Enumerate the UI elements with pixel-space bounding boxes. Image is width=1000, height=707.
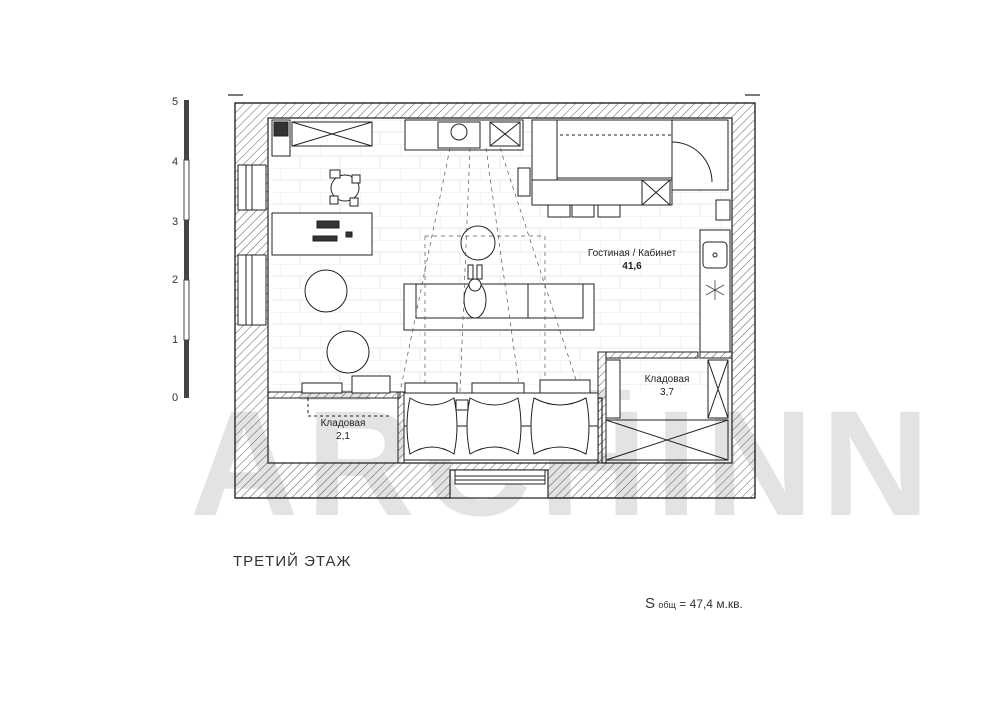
right-units: [699, 199, 731, 353]
scale-mark: 1: [172, 334, 179, 346]
desk: [271, 169, 373, 256]
scale-mark: 4: [172, 156, 179, 168]
room-area: 3,7: [660, 386, 674, 398]
scale-mark: 0: [172, 392, 179, 404]
walls: [228, 94, 760, 499]
room-area: 2,1: [336, 430, 350, 442]
room-label-storage-left: Кладовая 2,1: [308, 418, 378, 443]
area-symbol: S: [645, 595, 656, 612]
floor-title: ТРЕТИЙ ЭТАЖ: [233, 553, 352, 570]
bottom-tables: [301, 375, 591, 394]
scale-bar: [183, 100, 190, 398]
room-name: Кладовая: [320, 418, 366, 429]
top-cabinets: [271, 119, 524, 157]
area-subscript: общ: [658, 600, 676, 610]
room-name: Гостиная / Кабинет: [587, 248, 677, 259]
bed: [403, 392, 599, 461]
stair: [555, 119, 729, 191]
room-label-living: Гостиная / Кабинет 41,6: [572, 248, 692, 273]
room-area: 41,6: [622, 260, 642, 272]
storage-room-right: [605, 359, 729, 461]
scale-mark: 2: [172, 274, 179, 286]
room-name: Кладовая: [644, 374, 690, 385]
light-cone: [399, 147, 581, 393]
scale-mark: 3: [172, 216, 179, 228]
windows: [237, 164, 546, 485]
round-poufs: [304, 225, 496, 374]
storage-room-left: [307, 398, 390, 417]
room-label-storage-right: Кладовая 3,7: [632, 374, 702, 399]
total-area: S общ = 47,4 м.кв.: [645, 595, 743, 612]
scale-mark: 5: [172, 96, 179, 108]
area-value: = 47,4 м.кв.: [679, 597, 743, 611]
kitchen-counter: [517, 119, 673, 218]
sofa: [403, 264, 595, 331]
